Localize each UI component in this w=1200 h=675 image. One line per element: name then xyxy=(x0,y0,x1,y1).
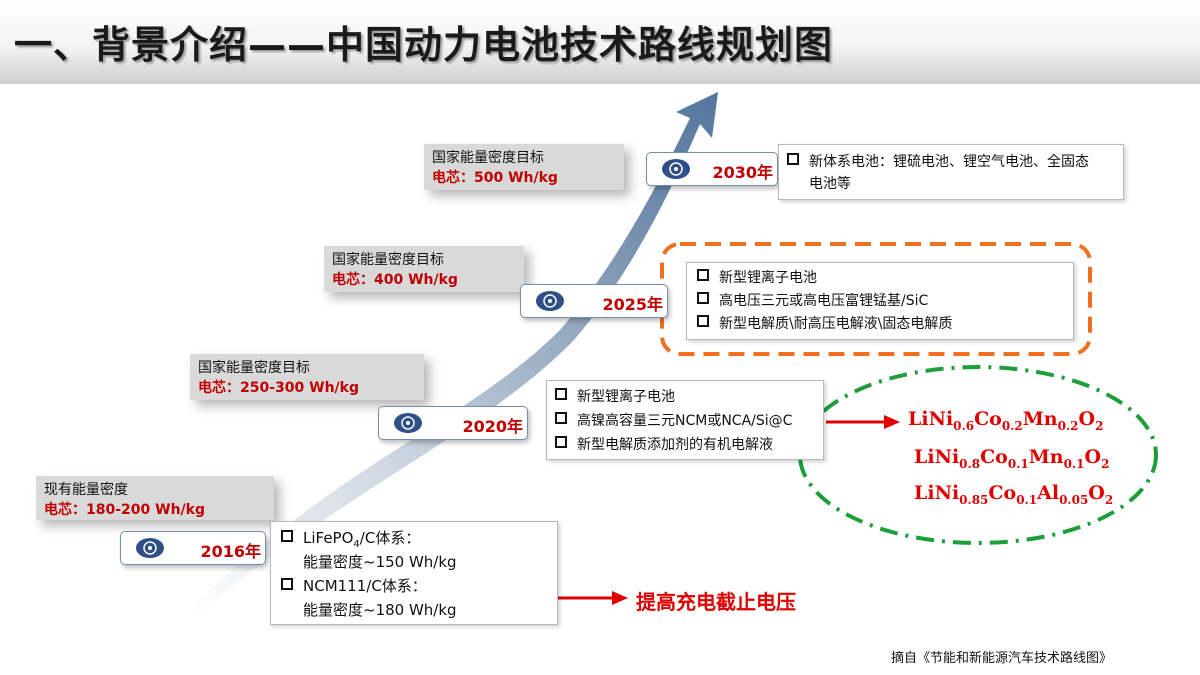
tech-box-2030: 新体系电池：锂硫电池、锂空气电池、全固态 电池等 xyxy=(778,144,1124,200)
tech-2016-line4: 能量密度~180 Wh/kg xyxy=(303,601,457,619)
target-box-2020: 国家能量密度目标 电芯：250-300 Wh/kg xyxy=(190,354,424,400)
checkbox-bullet-icon xyxy=(787,153,799,165)
checkbox-bullet-icon xyxy=(281,578,293,590)
target-title-2025: 国家能量密度目标 xyxy=(332,252,444,268)
tech-2025-item: 高电压三元或高电压富锂锰基/SiC xyxy=(697,291,928,311)
green-dashdot-ellipse xyxy=(798,365,1158,545)
year-box-2030: 2030年 xyxy=(646,152,778,186)
tech-2020-item: 新型锂离子电池 xyxy=(555,387,675,407)
target-title-2016: 现有能量密度 xyxy=(44,482,128,498)
tech-2016-line3: NCM111/C体系： xyxy=(281,576,427,596)
target-title-2020: 国家能量密度目标 xyxy=(198,360,310,376)
red-arrow-voltage xyxy=(556,591,628,605)
tech-2030-line1: 新体系电池：锂硫电池、锂空气电池、全固态 xyxy=(787,152,1089,172)
target-box-2016: 现有能量密度 电芯：180-200 Wh/kg xyxy=(36,476,274,520)
cas-logo-icon xyxy=(394,413,422,433)
cas-logo-icon xyxy=(662,159,690,179)
checkbox-bullet-icon xyxy=(555,412,567,424)
tech-box-2016: LiFePO4/C体系： 能量密度~150 Wh/kg NCM111/C体系： … xyxy=(270,521,558,625)
year-box-2025: 2025年 xyxy=(520,284,668,318)
checkbox-bullet-icon xyxy=(697,269,709,281)
formula-ncm811: LiNi0.8Co0.1Mn0.1O2 xyxy=(914,446,1110,471)
tech-2025-item: 新型锂离子电池 xyxy=(697,268,817,288)
target-value-2016: 电芯：180-200 Wh/kg xyxy=(44,502,205,518)
header-bar: 一、背景介绍——中国动力电池技术路线规划图 xyxy=(0,0,1200,84)
checkbox-bullet-icon xyxy=(697,315,709,327)
target-value-2020: 电芯：250-300 Wh/kg xyxy=(198,380,359,396)
checkbox-bullet-icon xyxy=(555,436,567,448)
red-arrow-formulas xyxy=(826,415,900,429)
year-box-2020: 2020年 xyxy=(378,406,528,440)
year-box-2016: 2016年 xyxy=(120,531,266,565)
tech-box-2020: 新型锂离子电池 高镍高容量三元NCM或NCA/Si@C 新型电解质添加剂的有机电… xyxy=(546,380,824,460)
year-label-2020: 2020年 xyxy=(462,417,523,436)
voltage-label: 提高充电截止电压 xyxy=(636,590,796,614)
cas-logo-icon xyxy=(536,291,564,311)
source-citation: 摘自《节能和新能源汽车技术路线图》 xyxy=(890,651,1112,666)
page-title: 一、背景介绍——中国动力电池技术路线规划图 xyxy=(14,23,834,67)
target-box-2030: 国家能量密度目标 电芯：500 Wh/kg xyxy=(424,144,624,190)
tech-box-2025: 新型锂离子电池 高电压三元或高电压富锂锰基/SiC 新型电解质\耐高压电解液\固… xyxy=(686,262,1074,340)
tech-2020-item: 高镍高容量三元NCM或NCA/Si@C xyxy=(555,411,792,431)
target-value-2030: 电芯：500 Wh/kg xyxy=(432,170,558,186)
target-box-2025: 国家能量密度目标 电芯：400 Wh/kg xyxy=(324,246,524,292)
tech-2020-item: 新型电解质添加剂的有机电解液 xyxy=(555,435,773,455)
tech-2016-line2: 能量密度~150 Wh/kg xyxy=(303,553,457,571)
checkbox-bullet-icon xyxy=(555,388,567,400)
target-title-2030: 国家能量密度目标 xyxy=(432,150,544,166)
cas-logo-icon xyxy=(136,538,164,558)
year-label-2016: 2016年 xyxy=(200,542,261,561)
tech-2016-line1: LiFePO4/C体系： xyxy=(281,528,420,555)
target-value-2025: 电芯：400 Wh/kg xyxy=(332,272,458,288)
checkbox-bullet-icon xyxy=(281,530,293,542)
tech-2030-line2: 电池等 xyxy=(809,176,851,192)
formula-ncm622: LiNi0.6Co0.2Mn0.2O2 xyxy=(908,408,1104,433)
year-label-2030: 2030年 xyxy=(712,163,773,182)
year-label-2025: 2025年 xyxy=(602,295,663,314)
formula-nca: LiNi0.85Co0.1Al0.05O2 xyxy=(914,482,1114,507)
checkbox-bullet-icon xyxy=(697,292,709,304)
tech-2025-item: 新型电解质\耐高压电解液\固态电解质 xyxy=(697,314,952,334)
